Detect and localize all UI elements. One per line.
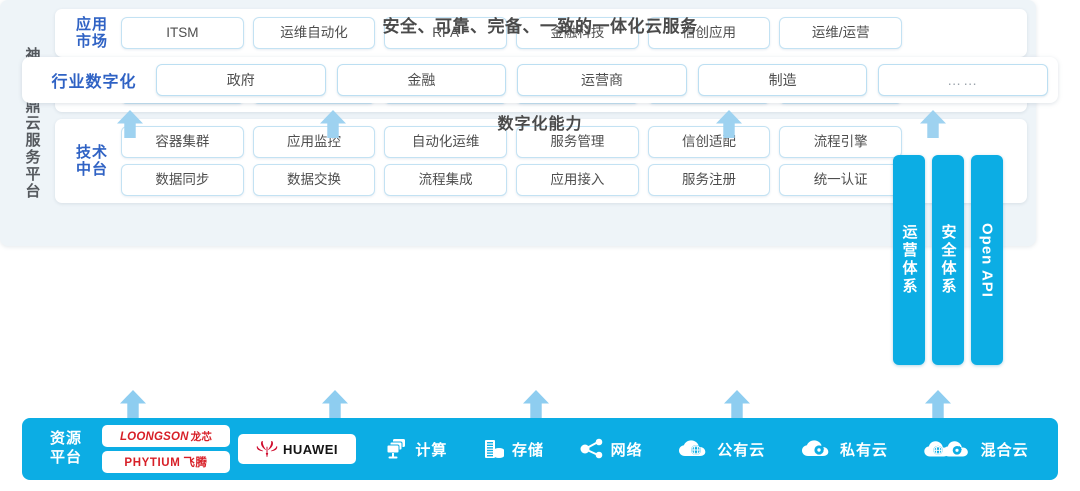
compute-icon (385, 437, 409, 461)
layer-cells: ITSM 运维自动化 RPA 金融科技 信创应用 运维/运营 (121, 17, 903, 49)
network-icon (579, 437, 605, 461)
cell-app-access[interactable]: 应用接入 (516, 164, 639, 196)
cell-row: 数据同步 数据交换 流程集成 应用接入 服务注册 统一认证 (121, 164, 903, 196)
cell-container-cluster[interactable]: 容器集群 (121, 126, 244, 158)
layer-label-app-market: 应用 市场 (63, 16, 121, 51)
industry-chip-more[interactable]: …… (878, 64, 1048, 96)
pillar-open-api[interactable]: Open API (971, 155, 1003, 365)
layer-tech-middle-platform: 技术 中台 容器集群 应用监控 自动化运维 服务管理 信创适配 流程引擎 数据同… (55, 119, 1027, 203)
private-cloud-icon (800, 437, 834, 461)
cell-automated-ops[interactable]: 自动化运维 (384, 126, 508, 158)
resource-label: 资源 平台 (34, 430, 98, 468)
industry-chip-operator[interactable]: 运营商 (517, 64, 687, 96)
cell-xinchuang-app[interactable]: 信创应用 (647, 17, 771, 49)
pillar-operations-system[interactable]: 运营体系 (893, 155, 925, 365)
cell-xinchuang-adaptation[interactable]: 信创适配 (647, 126, 771, 158)
cell-ops-automation[interactable]: 运维自动化 (252, 17, 376, 49)
industry-label: 行业数字化 (51, 74, 137, 91)
resource-label-line1: 资源 (49, 430, 82, 448)
cell-rpa[interactable]: RPA (384, 17, 508, 49)
layer-app-market: 应用 市场 ITSM 运维自动化 RPA 金融科技 信创应用 运维/运营 (55, 9, 1027, 57)
cell-row: 容器集群 应用监控 自动化运维 服务管理 信创适配 流程引擎 (121, 126, 903, 158)
layer-cells: 容器集群 应用监控 自动化运维 服务管理 信创适配 流程引擎 数据同步 数据交换… (121, 126, 903, 196)
phytium-cn: 飞腾 (183, 457, 208, 469)
loongson-cn: 龙芯 (190, 430, 213, 443)
phytium-latin: PHYTIUM (124, 457, 181, 469)
public-cloud-icon (677, 437, 711, 461)
industry-chip-government[interactable]: 政府 (156, 64, 326, 96)
hybrid-cloud-icon (923, 437, 975, 461)
cell-data-exchange[interactable]: 数据交换 (252, 164, 376, 196)
up-arrow-icon (724, 390, 750, 418)
layer-label-line1: 技术 (75, 143, 108, 161)
cell-itsm[interactable]: ITSM (121, 17, 244, 49)
capability-label: 数字化能力 (497, 116, 583, 133)
resource-item-storage[interactable]: 存储 (482, 437, 544, 461)
layer-label-line2: 中台 (75, 161, 108, 178)
up-arrow-icon (523, 390, 549, 418)
up-arrow-icon (322, 390, 348, 418)
resource-item-label: 计算 (415, 441, 448, 459)
resource-item-label: 公有云 (717, 441, 766, 459)
resource-label-line2: 平台 (49, 449, 82, 466)
resource-item-list: 计算 存储 (356, 437, 1046, 461)
cell-app-monitoring[interactable]: 应用监控 (252, 126, 376, 158)
storage-icon (482, 437, 506, 461)
cell-process-engine[interactable]: 流程引擎 (779, 126, 903, 158)
huawei-flower-icon (256, 440, 278, 457)
up-arrow-icon (120, 390, 146, 418)
cell-fintech[interactable]: 金融科技 (516, 17, 639, 49)
resource-item-private-cloud[interactable]: 私有云 (800, 437, 888, 461)
cell-unified-auth[interactable]: 统一认证 (779, 164, 903, 196)
resource-item-network[interactable]: 网络 (579, 437, 643, 461)
cell-process-integration[interactable]: 流程集成 (384, 164, 508, 196)
loongson-latin: LOONGSON (119, 430, 189, 443)
cell-service-mgmt[interactable]: 服务管理 (516, 126, 639, 158)
huawei-logo-text: HUAWEI (283, 441, 338, 457)
layer-label-tech: 技术 中台 (63, 144, 121, 179)
cell-ops-operation[interactable]: 运维/运营 (779, 17, 903, 49)
cell-row: ITSM 运维自动化 RPA 金融科技 信创应用 运维/运营 (121, 17, 903, 49)
cell-data-sync[interactable]: 数据同步 (121, 164, 244, 196)
resource-item-label: 私有云 (839, 441, 888, 459)
industry-chip-list: 政府 金融 运营商 制造 …… (156, 64, 1048, 96)
layer-label-line1: 应用 (75, 15, 108, 33)
industry-chip-finance[interactable]: 金融 (336, 64, 507, 96)
cell-service-registry[interactable]: 服务注册 (647, 164, 771, 196)
huawei-logo: HUAWEI (238, 434, 356, 464)
resource-item-label: 混合云 (980, 441, 1029, 459)
layer-label-line2: 市场 (75, 33, 108, 50)
up-arrow-icon (925, 390, 951, 418)
pillar-security-system[interactable]: 安全体系 (932, 155, 964, 365)
resource-item-label: 存储 (511, 441, 544, 459)
pillar-group: 运营体系 安全体系 Open API (893, 155, 1003, 365)
page-title: 安全、可靠、完备、一致的一体化云服务 (382, 17, 698, 36)
industry-chip-manufacturing[interactable]: 制造 (697, 64, 868, 96)
resource-item-compute[interactable]: 计算 (385, 437, 447, 461)
resource-item-public-cloud[interactable]: 公有云 (677, 437, 765, 461)
resource-item-label: 网络 (610, 441, 643, 459)
industry-row: 行业数字化 政府 金融 运营商 制造 …… (22, 57, 1058, 103)
resource-item-hybrid-cloud[interactable]: 混合云 (923, 437, 1029, 461)
